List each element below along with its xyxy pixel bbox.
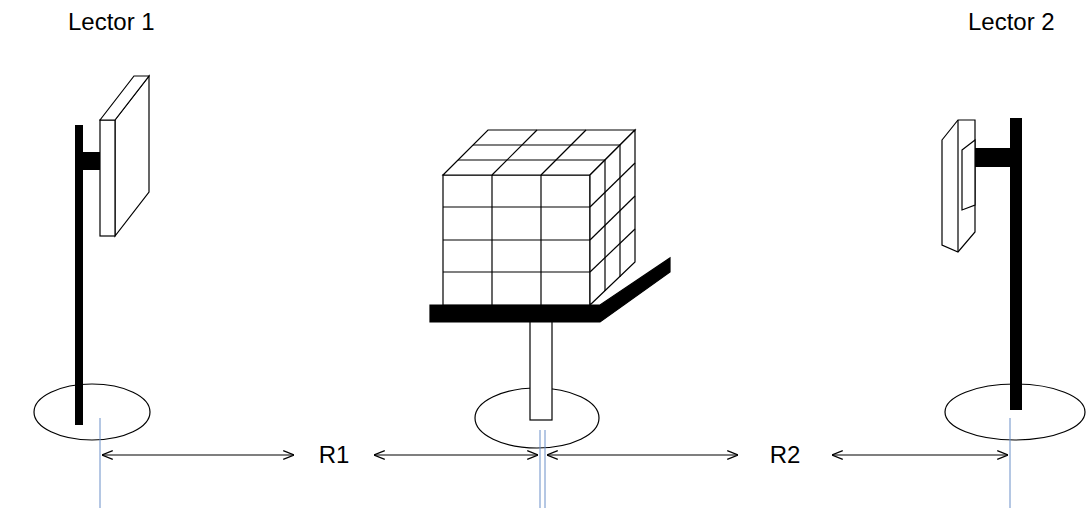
dimension-lines <box>100 418 1010 508</box>
reader-label: Lector 1 <box>68 8 155 36</box>
pallet-with-boxes <box>430 130 670 448</box>
dimension-label: R1 <box>316 441 353 469</box>
reader-stand-left <box>34 76 150 440</box>
dimension-label: R2 <box>767 441 804 469</box>
reader-label: Lector 2 <box>968 8 1055 36</box>
reader-stand-right <box>942 118 1085 440</box>
